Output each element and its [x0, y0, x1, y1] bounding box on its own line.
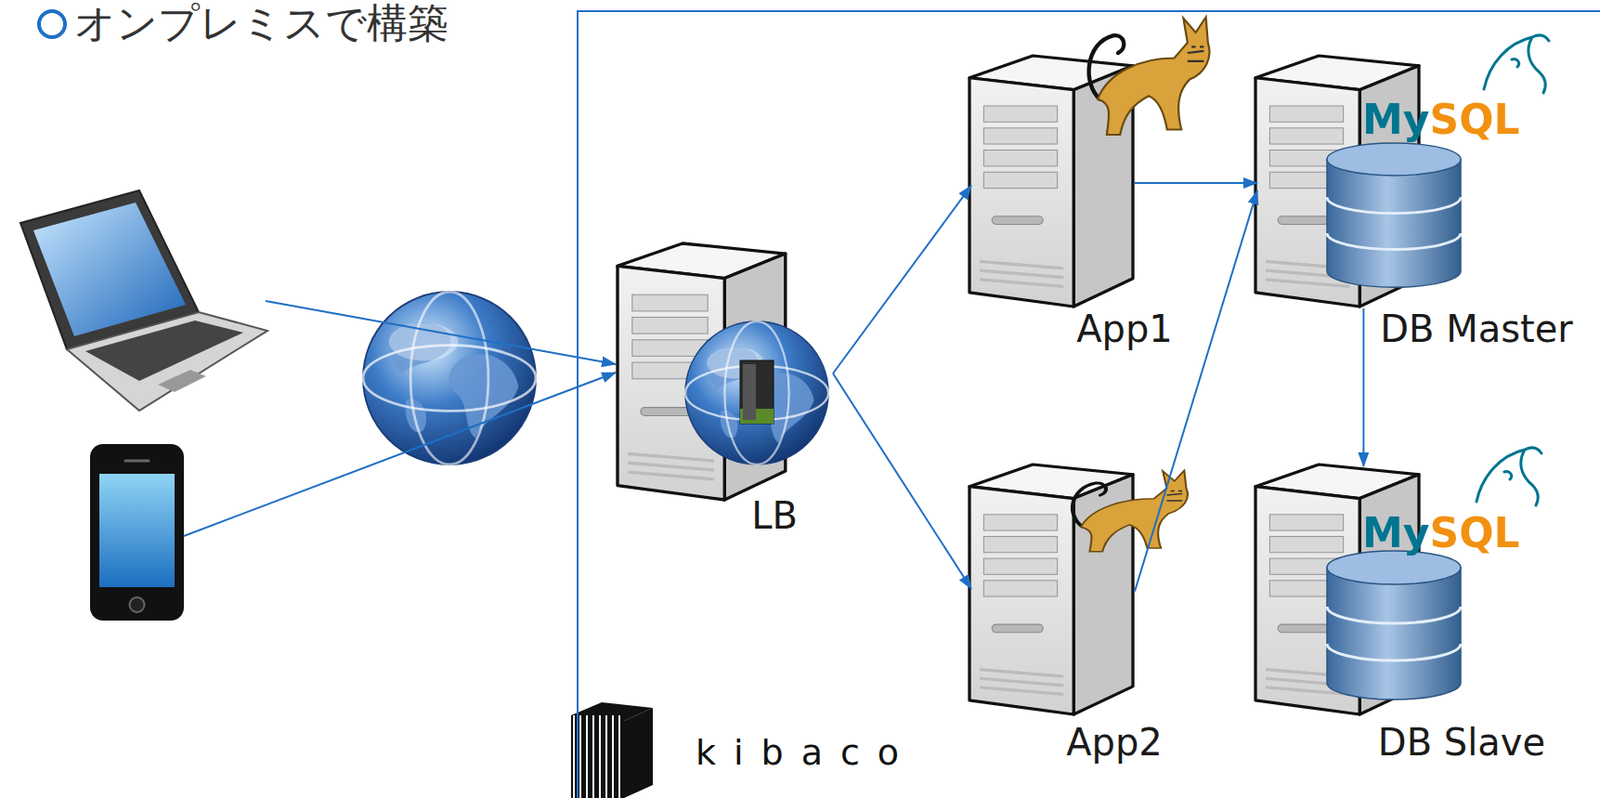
tomcat-logo: [1089, 17, 1210, 136]
database-cylinder: [1326, 143, 1461, 287]
mysql-dolphin: [1476, 447, 1542, 506]
db-server: DB Slave: [1257, 466, 1421, 716]
server-label: App2: [1066, 720, 1163, 764]
tomcat-logo: [1072, 469, 1188, 551]
title-bullet: [39, 11, 66, 38]
mysql-logo-text: MySQL: [1362, 96, 1521, 144]
region-name: kibaco: [695, 732, 917, 774]
server-label: DB Slave: [1378, 720, 1546, 764]
flow-arrow: [1134, 190, 1258, 591]
db-server: DB Master: [1257, 57, 1421, 309]
client-line: [265, 300, 616, 365]
flow-arrow: [1134, 182, 1258, 184]
kibaco-logo: [571, 702, 653, 798]
flow-arrow: [1362, 308, 1365, 467]
server-icon: [969, 464, 1133, 715]
laptop-icon: [20, 190, 268, 411]
server-label: App1: [1076, 307, 1173, 351]
flow-arrow: [832, 373, 972, 589]
server-label: DB Master: [1379, 307, 1574, 351]
page-title: オンプレミスで構築: [74, 0, 449, 48]
load-balancer: LB: [619, 245, 833, 502]
database-cylinder: [1326, 550, 1461, 700]
app-server: App1: [971, 57, 1135, 309]
mysql-logo-text: MySQL: [1362, 509, 1521, 558]
server-label: LB: [751, 494, 798, 537]
smartphone-icon: [90, 443, 184, 621]
lb-badge: [685, 321, 829, 465]
app-server: App2: [971, 466, 1135, 716]
client-line: [183, 372, 616, 536]
internet-globe: [363, 291, 536, 465]
mysql-dolphin: [1483, 35, 1549, 93]
flow-arrow: [832, 185, 972, 374]
